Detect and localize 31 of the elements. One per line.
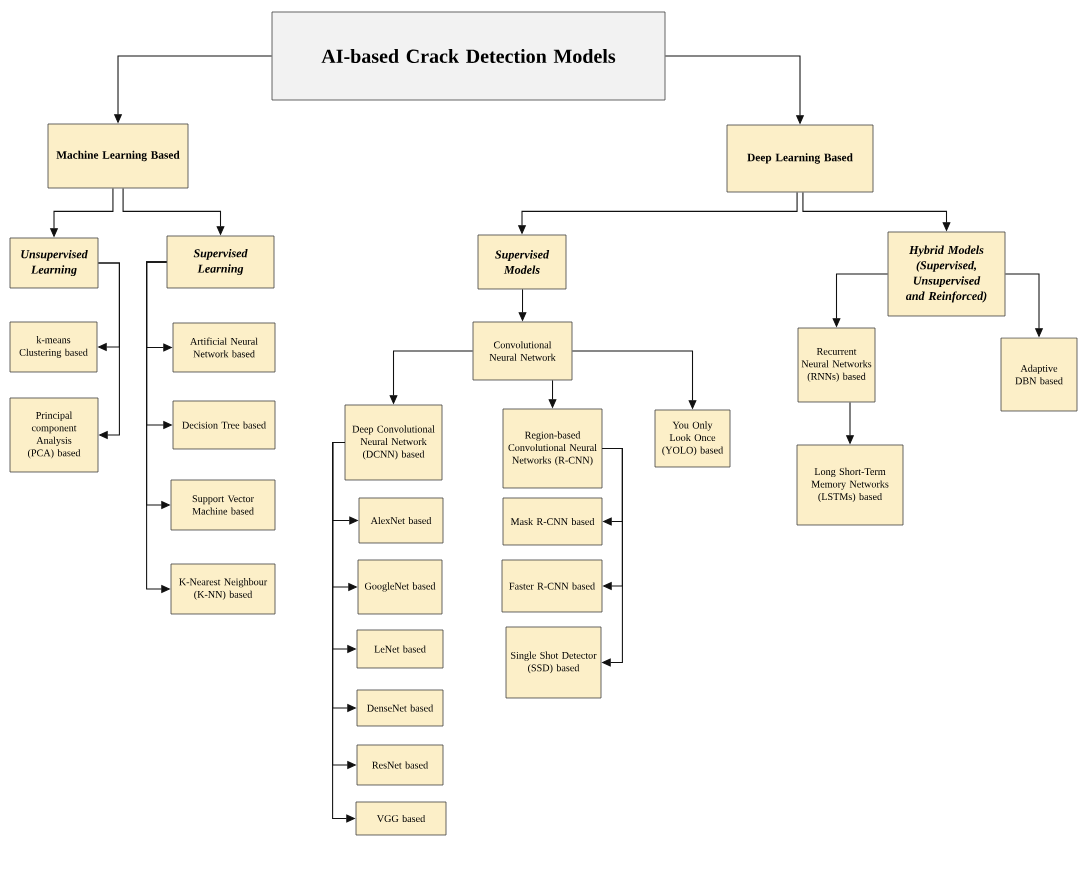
method-box: Decision Tree based bbox=[172, 400, 276, 450]
method-box: Convolutional Neural Network bbox=[472, 321, 573, 381]
method-box: Adaptive DBN based bbox=[1000, 337, 1078, 412]
method-box: VGG based bbox=[355, 801, 447, 836]
arrow bbox=[97, 262, 120, 440]
arrow bbox=[601, 447, 623, 667]
title-box: AI-based Crack Detection Models bbox=[271, 11, 666, 101]
method-box: Artificial Neural Network based bbox=[172, 322, 276, 373]
category-box: Hybrid Models (Supervised, Unsupervised and Reinforced) bbox=[887, 231, 1006, 317]
method-box: LeNet based bbox=[356, 629, 444, 669]
method-box: Deep Convolutional Neural Network (DCNN) based bbox=[344, 404, 443, 481]
category-box: Unsupervised Learning bbox=[9, 237, 99, 289]
method-box: ResNet based bbox=[356, 744, 444, 786]
method-box: Faster R-CNN based bbox=[501, 559, 603, 613]
method-box: You Only Look Once (YOLO) based bbox=[654, 409, 731, 468]
category-box: Deep Learning Based bbox=[726, 124, 874, 193]
category-box: Supervised Learning bbox=[166, 235, 275, 289]
method-box: Single Shot Detector (SSD) based bbox=[505, 626, 602, 699]
method-box: Mask R-CNN based bbox=[502, 497, 603, 546]
method-box: Support Vector Machine based bbox=[170, 479, 276, 531]
method-box: DenseNet based bbox=[356, 689, 444, 727]
method-box: Region-based Convolutional Neural Networks (R-CNN) bbox=[502, 408, 603, 489]
method-box: GoogleNet based bbox=[357, 559, 443, 615]
method-box: K-Nearest Neighbour (K-NN) based bbox=[170, 563, 276, 615]
category-box: Supervised Models bbox=[477, 234, 567, 290]
method-box: AlexNet based bbox=[358, 497, 444, 544]
category-box: Machine Learning Based bbox=[47, 123, 189, 189]
method-box: k-means Clustering based bbox=[9, 321, 98, 373]
method-box: Recurrent Neural Networks (RNNs) based bbox=[797, 327, 876, 403]
method-box: Principal component Analysis (PCA) based bbox=[9, 397, 99, 473]
method-box: Long Short-Term Memory Networks (LSTMs) based bbox=[796, 444, 904, 526]
